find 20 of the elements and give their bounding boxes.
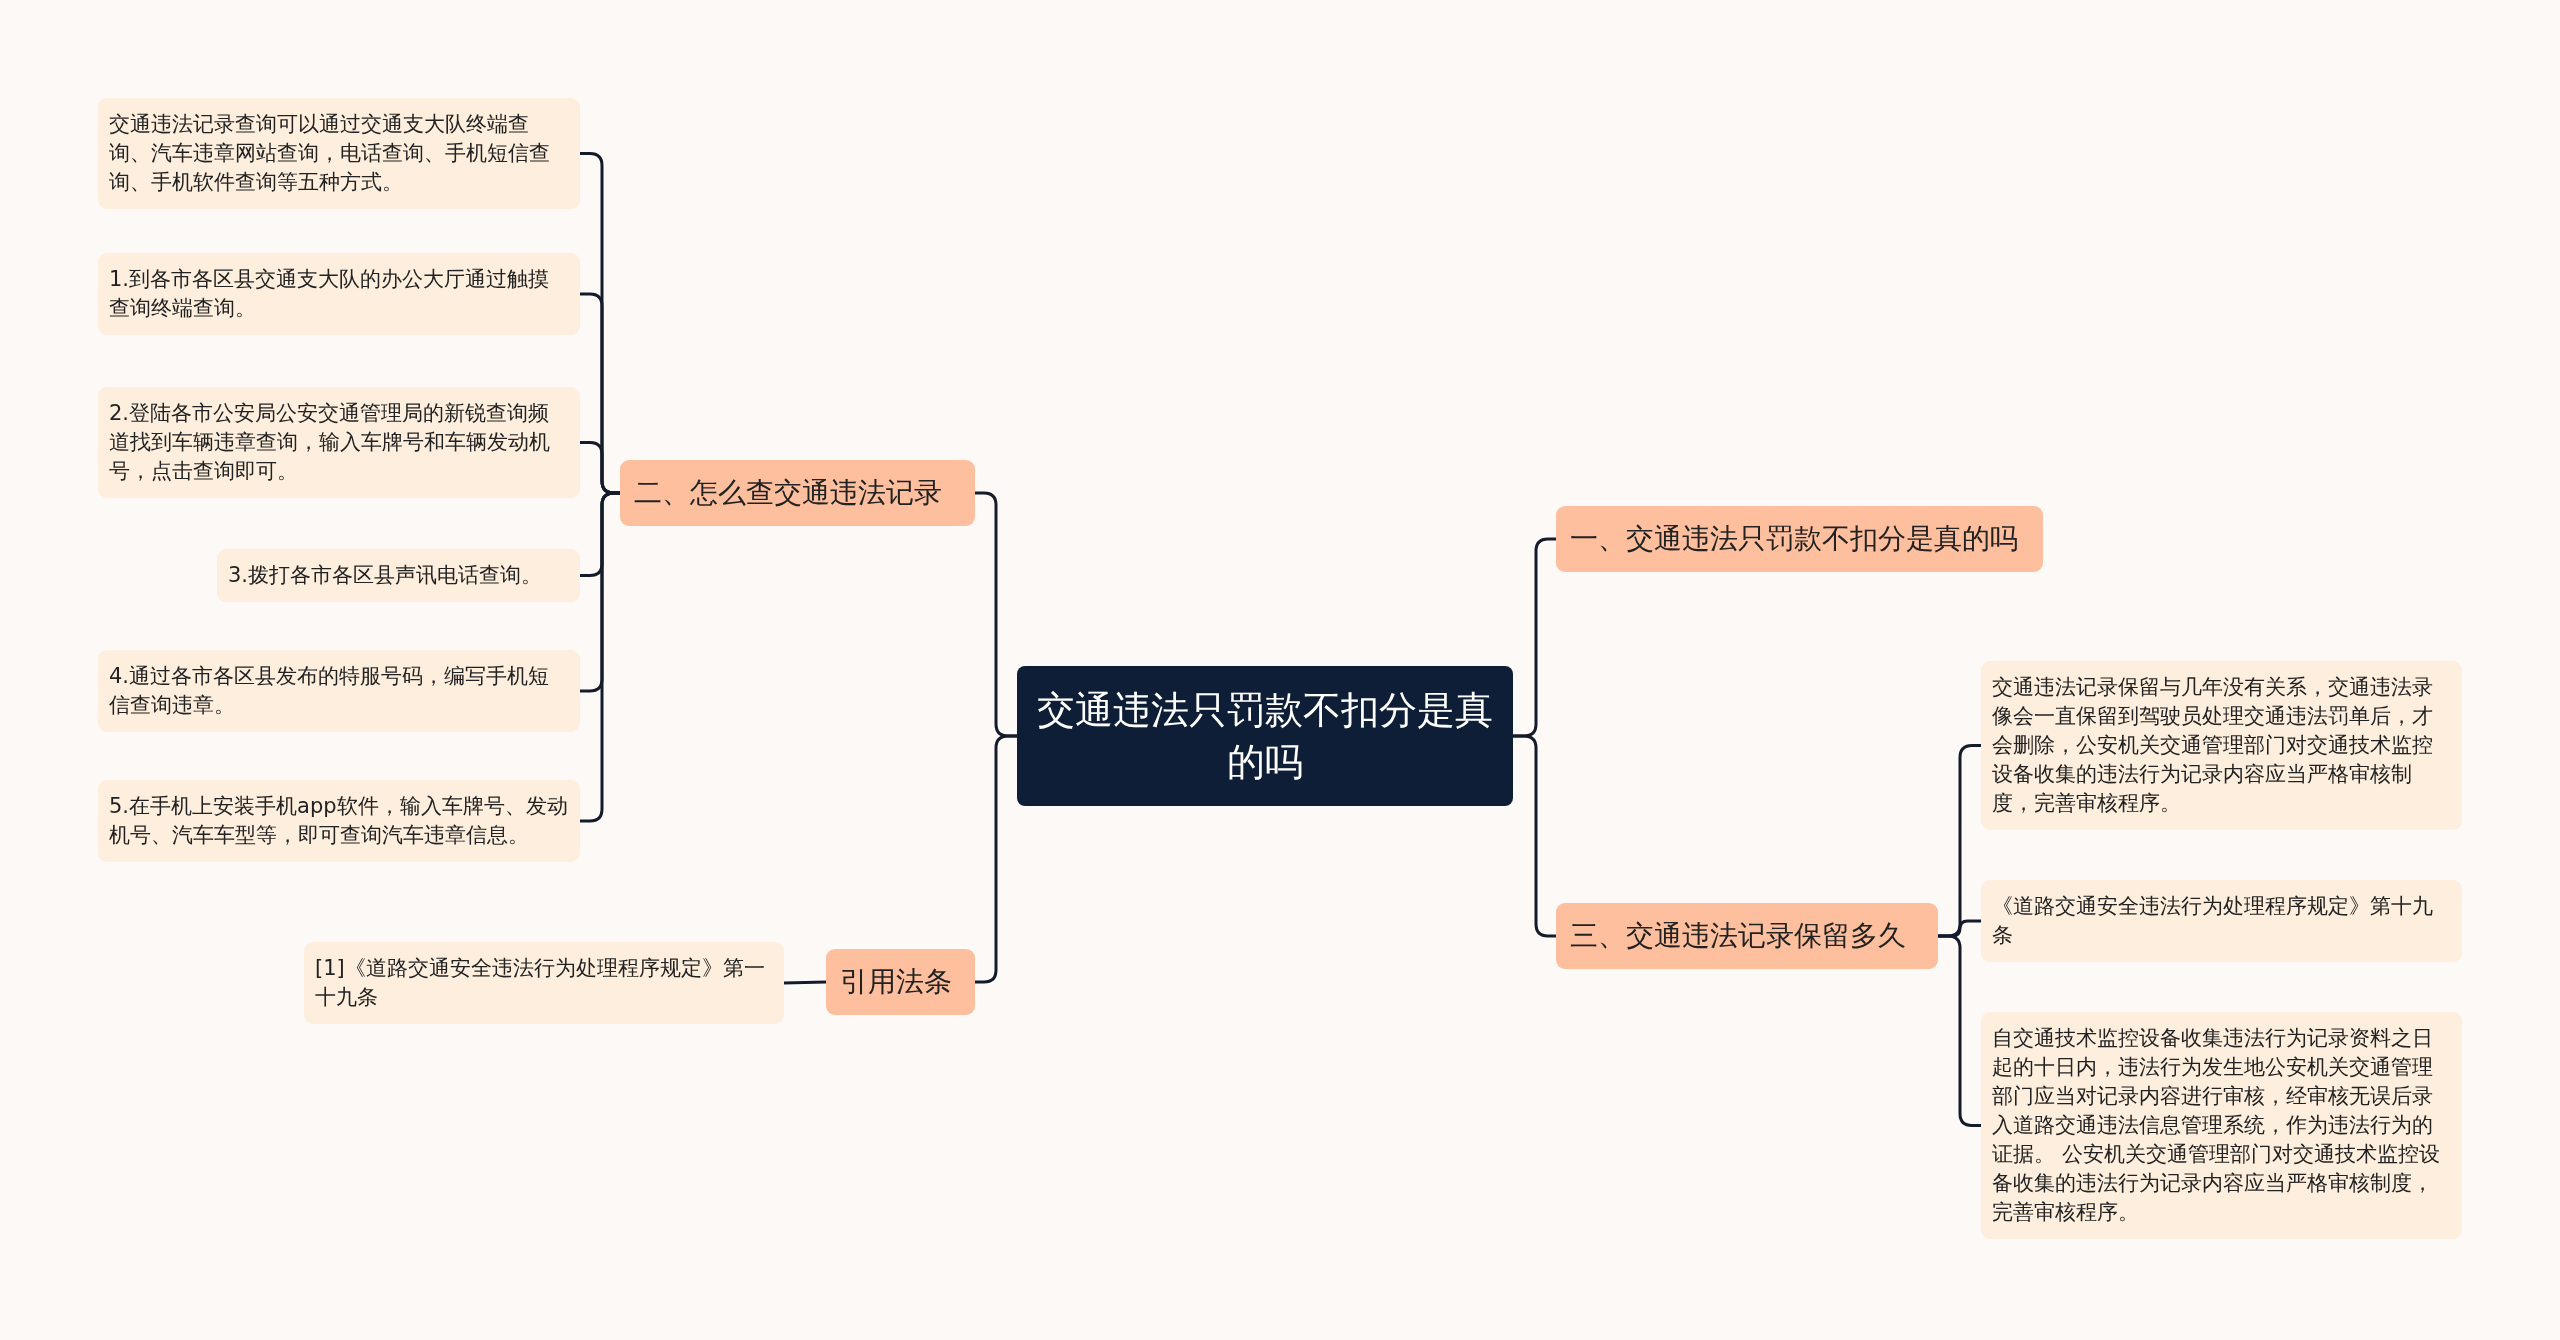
leaf-topic: [1]《道路交通安全违法行为处理程序规定》第一十九条: [304, 942, 784, 1024]
branch-topic: 引用法条: [826, 949, 975, 1015]
central-topic: 交通违法只罚款不扣分是真的吗: [1017, 666, 1513, 806]
leaf-topic: 2.登陆各市公安局公安交通管理局的新锐查询频道找到车辆违章查询，输入车牌号和车辆发动机号，点击查询即可。: [98, 387, 580, 498]
leaf-topic: 4.通过各市各区县发布的特服号码，编写手机短信查询违章。: [98, 650, 580, 732]
leaf-topic: 交通违法记录保留与几年没有关系，交通违法录像会一直保留到驾驶员处理交通违法罚单后，才会删除，公安机关交通管理部门对交通技术监控设备收集的违法行为记录内容应当严格审核制度，完善审核程序。: [1981, 661, 2462, 830]
connector: [1513, 734, 1556, 938]
leaf-topic: 5.在手机上安装手机app软件，输入车牌号、发动机号、汽车车型等，即可查询汽车违章信息。: [98, 780, 580, 862]
connector: [975, 734, 1017, 984]
connector: [783, 980, 827, 985]
branch-topic: 三、交通违法记录保留多久: [1556, 903, 1938, 969]
connector: [1938, 934, 1981, 1127]
branch-topic: 一、交通违法只罚款不扣分是真的吗: [1556, 506, 2043, 572]
branch-topic: 二、怎么查交通违法记录: [620, 460, 975, 526]
leaf-topic: 交通违法记录查询可以通过交通支大队终端查询、汽车违章网站查询，电话查询、手机短信查询、手机软件查询等五种方式。: [98, 98, 580, 209]
leaf-topic: 《道路交通安全违法行为处理程序规定》第十九条: [1981, 880, 2462, 962]
leaf-topic: 1.到各市各区县交通支大队的办公大厅通过触摸查询终端查询。: [98, 253, 580, 335]
leaf-topic: 3.拨打各市各区县声讯电话查询。: [217, 549, 580, 602]
connector: [580, 491, 620, 823]
leaf-topic: 自交通技术监控设备收集违法行为记录资料之日起的十日内，违法行为发生地公安机关交通管理部门应当对记录内容进行审核，经审核无误后录入道路交通违法信息管理系统，作为违法行为的证据。 公安机关交通管理部门对交通技术监控设备收集的违法行为记录内容应当严格审核制度，完善审核程序。: [1981, 1012, 2462, 1239]
